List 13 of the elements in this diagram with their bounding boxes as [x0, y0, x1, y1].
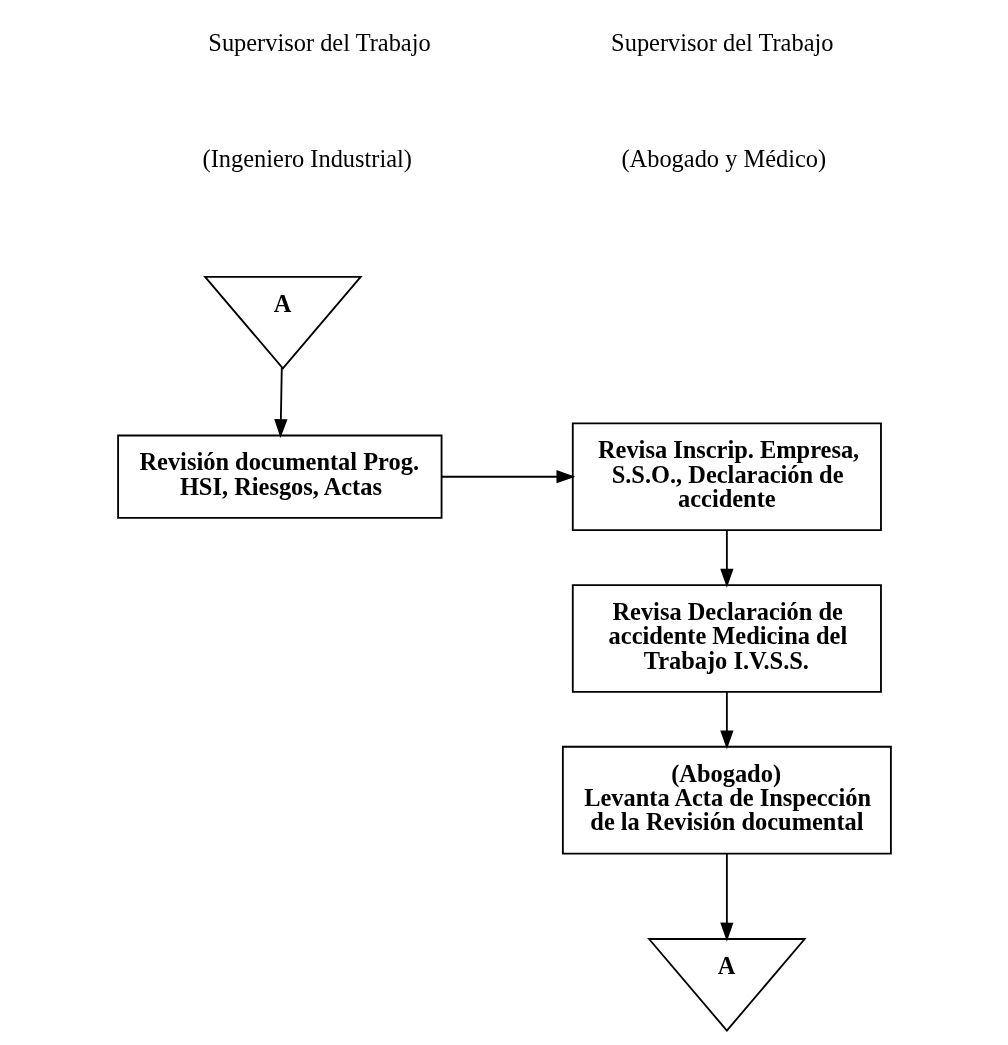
- node-box: Revisa Inscrip. Empresa, S.S.O., Declaración de accidente: [571, 422, 882, 532]
- node-box: Revisa Declaración de accidente Medicina del Trabajo I.V.S.S.: [571, 584, 882, 693]
- arrow: [440, 470, 575, 484]
- label: (Abogado y Médico): [620, 144, 826, 172]
- arrow: [719, 691, 733, 750]
- node-box: Revisión documental Prog. HSI, Riesgos, Actas: [116, 434, 442, 519]
- arrow: [719, 852, 733, 942]
- label: Supervisor del Trabajo: [610, 28, 833, 56]
- arrow: [719, 529, 733, 588]
- label: Supervisor del Trabajo: [207, 28, 431, 56]
- label: (Ingeniero Industrial): [202, 144, 412, 172]
- node-box: (Abogado) Levanta Acta de Inspección de la Revisión documental: [561, 745, 892, 855]
- arrow: [273, 366, 287, 439]
